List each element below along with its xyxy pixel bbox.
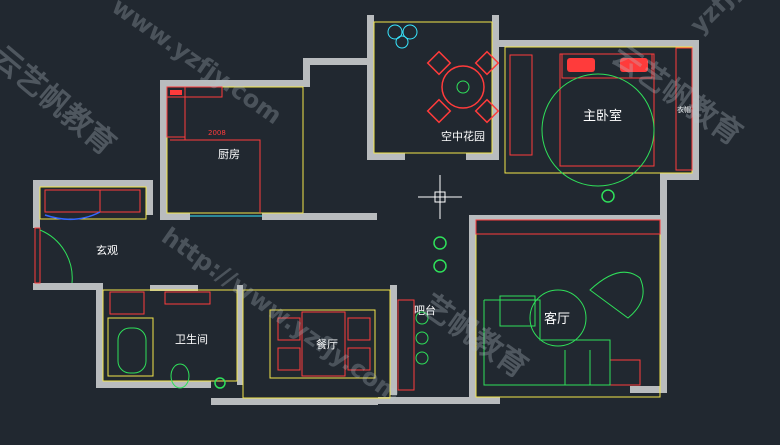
garden-dining-set: [387, 24, 500, 124]
dimension-label: 2008: [208, 129, 226, 137]
plant-icon: [387, 24, 418, 49]
bed-pillows: [170, 58, 648, 95]
outlines: [39, 21, 693, 399]
green-fixtures: [39, 73, 655, 389]
room-label-kitchen: 厨房: [218, 148, 240, 161]
room-label-bar: 吧台: [414, 303, 436, 317]
furniture: [34, 47, 693, 391]
room-label-garden: 空中花园: [441, 129, 485, 143]
watermark-cn: 云艺帆教育: [0, 39, 122, 162]
door-swing: [44, 211, 101, 221]
room-label-foyer: 玄观: [96, 243, 118, 257]
room-label-closet: 衣帽: [677, 105, 691, 114]
watermark-cn: 云艺帆教育: [605, 38, 748, 153]
watermark-url: www.yzfjy.com: [107, 0, 287, 130]
crosshair-icon: [418, 175, 462, 219]
room-label-bathroom: 卫生间: [175, 332, 208, 346]
watermark-url: http://www.yzfjy.com: [157, 222, 407, 408]
light-icons: [214, 189, 615, 389]
room-label-dining: 餐厅: [316, 337, 338, 351]
room-label-living: 客厅: [544, 311, 570, 327]
walls: [33, 15, 699, 405]
room-labels: 厨房 玄观 空中花园 主卧室 卫生间 餐厅 吧台 客厅 衣帽 2008: [96, 105, 691, 351]
room-label-master-bedroom: 主卧室: [583, 108, 622, 124]
watermark-url: yzfjy: [684, 0, 749, 39]
